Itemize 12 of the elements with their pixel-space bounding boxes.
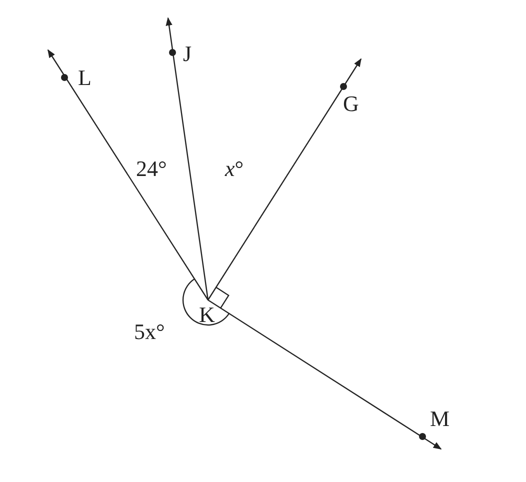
point-label: G bbox=[343, 93, 359, 115]
point-label: M bbox=[430, 408, 450, 430]
ray-arrow bbox=[48, 49, 208, 300]
point-label: L bbox=[78, 67, 92, 89]
ray-arrow bbox=[208, 58, 362, 300]
angle-measure: 24° bbox=[136, 158, 167, 180]
angle-measure: 5x° bbox=[134, 321, 165, 343]
angle-measure: x° bbox=[225, 158, 244, 180]
point-label: K bbox=[199, 304, 215, 326]
ray-arrow bbox=[208, 300, 442, 450]
ray-arrow bbox=[166, 17, 209, 300]
point-label: J bbox=[183, 43, 192, 65]
